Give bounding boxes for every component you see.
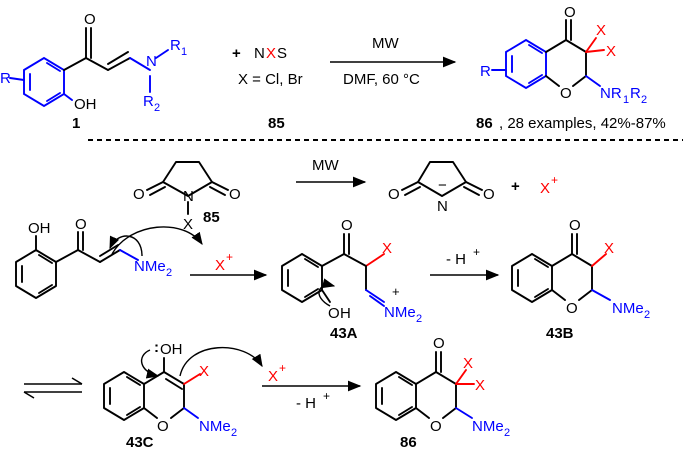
int43C-nme-sub: 2 [231, 427, 237, 439]
reactant-1-ring-r: R [0, 70, 11, 87]
mech3-step-label: - H [296, 395, 316, 412]
product-86-nr: NR [600, 85, 622, 102]
anion-charge: − [438, 177, 447, 194]
int43A-curly-arrow [318, 278, 336, 307]
int43A-o: O [341, 217, 353, 234]
nxs-s: S [277, 45, 287, 62]
int43A-oh-o: O [328, 305, 340, 322]
product86b-o: O [433, 335, 445, 352]
int43B-label: 43B [546, 325, 574, 342]
reactant-1-n: N [146, 53, 157, 70]
product-86-x2: X [606, 43, 616, 60]
succinimide-label: 85 [203, 209, 220, 226]
product-86-nr-sub1: 1 [623, 94, 629, 106]
enaminone-structure [15, 231, 139, 299]
product86b-x2: X [475, 377, 485, 394]
product-86-final-structure [375, 351, 475, 421]
product-86-ring-r: R [480, 63, 491, 80]
halogen-note: X = Cl, Br [238, 71, 303, 88]
int43B-nme-sub: 2 [644, 309, 650, 321]
reagent-85-label: 85 [268, 115, 285, 132]
mech1-arrow-label: MW [312, 157, 339, 174]
int43B-nme: NMe [612, 300, 644, 317]
top-arrow-bottom-label: DMF, 60 °C [343, 71, 420, 88]
product86b-label: 86 [400, 434, 417, 451]
anion-o-left: O [388, 186, 400, 203]
int43C-nme: NMe [199, 418, 231, 435]
mech2-step-label: - H [446, 251, 466, 268]
int43C-x: X [199, 363, 209, 380]
product86b-nme: NMe [472, 418, 504, 435]
anion-o-right: O [483, 186, 495, 203]
int43C-ring-o: O [157, 418, 169, 435]
top-arrow-top-label: MW [372, 35, 399, 52]
int43A-nme: NMe [384, 304, 416, 321]
int43C-curly-arrow-2 [179, 347, 263, 377]
reactant-1-carbonyl-o: O [84, 11, 96, 28]
nxs-n: N [254, 45, 265, 62]
product-86-ring-o: O [560, 85, 572, 102]
reactant-1-r2: R [143, 93, 154, 110]
int43C-curly-arrow-1 [140, 349, 160, 379]
top-plus: + [232, 45, 241, 62]
int43B-x: X [604, 240, 614, 257]
mech1-plus: + [511, 178, 520, 195]
reactant-1-label: 1 [72, 115, 80, 132]
product-86-nr-r2: R [630, 85, 641, 102]
int43A-oh-h: H [340, 305, 351, 322]
product-86-carbonyl-o: O [564, 4, 576, 21]
succinimide-o-left: O [133, 186, 145, 203]
halogen-cation: X [540, 180, 550, 197]
int43B-ring-o: O [566, 300, 578, 317]
succinimide-x: X [183, 216, 193, 233]
nxs-x: X [266, 45, 276, 62]
int43B-o: O [569, 217, 581, 234]
succinimide-n: N [183, 188, 194, 205]
reactant-1-r1-sub: 1 [181, 46, 187, 58]
mech2-xplus: X [215, 257, 225, 274]
anion-n: N [437, 198, 448, 215]
mech2-xplus-charge: + [226, 250, 233, 264]
equilibrium-arrows [23, 377, 83, 399]
int43A-label: 43A [330, 325, 358, 342]
int43A-n-charge: + [392, 284, 400, 299]
int43C-label: 43C [126, 434, 154, 451]
product86b-ring-o: O [430, 418, 442, 435]
mech3-step-charge: + [323, 389, 330, 403]
mech3-xplus-charge: + [279, 361, 286, 375]
reactant-1-r2-sub: 2 [154, 102, 160, 114]
intermediate-43C-structure [103, 357, 201, 421]
enaminone-oh: OH [28, 220, 51, 237]
product-86-note: , 28 examples, 42%-87% [499, 115, 666, 132]
product-86-structure [491, 19, 605, 90]
intermediate-43B-structure [511, 233, 611, 303]
product-86-nr-sub2: 2 [641, 94, 647, 106]
enaminone-nme: NMe [134, 258, 166, 275]
enaminone-nme-sub: 2 [166, 267, 172, 279]
product-86-label: 86 [476, 115, 493, 132]
halogen-cation-charge: + [551, 173, 558, 187]
reactant-1-r1: R [170, 37, 181, 54]
enaminone-o: O [75, 216, 87, 233]
enaminone-curly-arrow-2 [111, 226, 203, 255]
product86b-x1: X [463, 355, 473, 372]
reactant-1-structure [9, 27, 169, 108]
int43C-lone-pair: : [154, 339, 159, 356]
succinimide-anion-structure [401, 161, 483, 197]
succinimide-85-structure [146, 161, 229, 215]
succinimide-o-right: O [229, 186, 241, 203]
product86b-nme-sub: 2 [504, 427, 510, 439]
int43C-oh: OH [160, 341, 183, 358]
mech2-step-charge: + [473, 245, 480, 259]
product-86-x1: X [596, 22, 606, 39]
intermediate-43A-structure [281, 233, 385, 307]
int43A-x: X [382, 240, 392, 257]
reactant-1-oh: OH [74, 96, 97, 113]
int43A-nme-sub: 2 [416, 313, 422, 325]
mech3-xplus: X [268, 368, 278, 385]
